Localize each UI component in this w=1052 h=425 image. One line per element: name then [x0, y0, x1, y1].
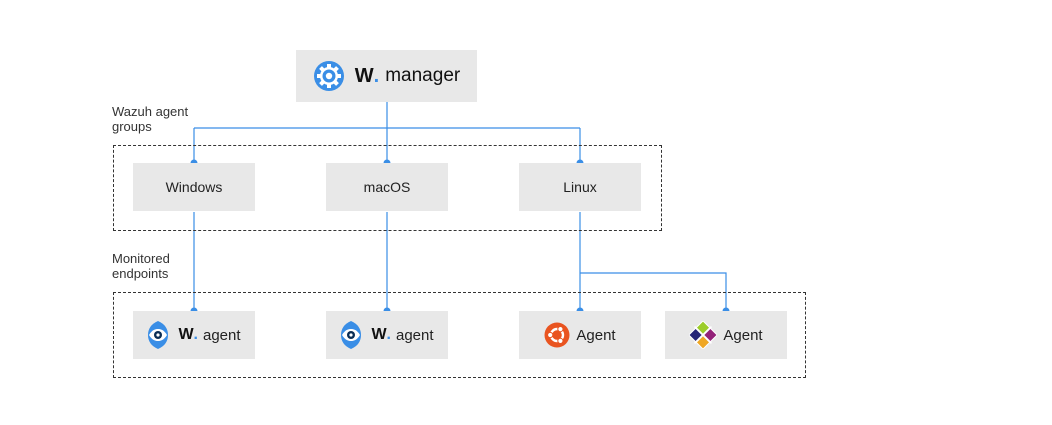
- group-label: Linux: [563, 179, 597, 195]
- agent-label: Agent: [576, 326, 616, 344]
- groups-section-title: Wazuh agent groups: [112, 104, 188, 134]
- groups-title-line1: Wazuh agent: [112, 104, 189, 119]
- agent-brand-dot: .: [193, 326, 198, 343]
- centos-icon: [689, 321, 718, 349]
- group-node-macos: macOS: [326, 163, 448, 211]
- agent-label: Agent: [723, 326, 763, 344]
- manager-node: W. manager: [296, 50, 477, 102]
- endpoint-node-ubuntu-agent: Agent: [519, 311, 641, 359]
- endpoint-node-macos-agent: W. agent: [326, 311, 448, 359]
- group-node-windows: Windows: [133, 163, 255, 211]
- manager-brand: W: [354, 64, 374, 87]
- endpoint-node-centos-agent: Agent: [665, 311, 787, 359]
- wazuh-eye-icon: [340, 320, 362, 350]
- monitored-endpoints-frame: [113, 292, 806, 378]
- group-label: Windows: [165, 179, 223, 195]
- groups-title-line2: groups: [112, 119, 152, 134]
- agent-brand-dot: .: [386, 326, 391, 343]
- agent-brand: W: [178, 326, 194, 343]
- endpoints-section-title: Monitored endpoints: [112, 251, 170, 281]
- agent-label: agent: [396, 326, 434, 344]
- group-node-linux: Linux: [519, 163, 641, 211]
- wazuh-eye-icon: [147, 320, 169, 350]
- group-label: macOS: [363, 179, 411, 195]
- endpoints-title-line2: endpoints: [112, 266, 169, 281]
- agent-label: agent: [203, 326, 241, 344]
- wazuh-gear-icon: [313, 60, 345, 92]
- endpoints-title-line1: Monitored: [112, 251, 170, 266]
- ubuntu-icon: [544, 322, 570, 348]
- line-linux-centos: [580, 272, 727, 311]
- manager-brand-dot: .: [373, 64, 380, 87]
- manager-label: manager: [385, 65, 461, 86]
- agent-groups-frame: [113, 145, 662, 231]
- agent-brand: W: [371, 326, 387, 343]
- endpoint-node-windows-agent: W. agent: [133, 311, 255, 359]
